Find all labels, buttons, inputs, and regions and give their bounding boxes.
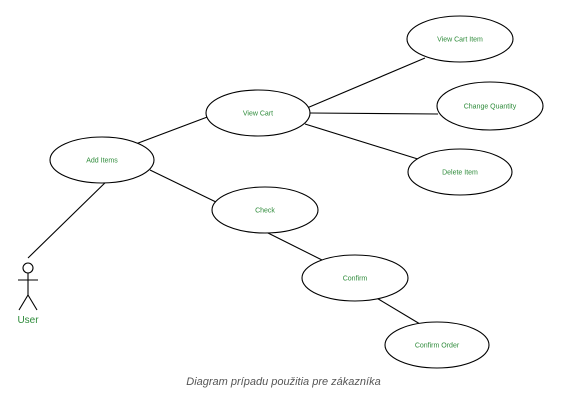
use-case-label: Confirm Order (415, 343, 460, 350)
figure-caption: Diagram prípadu použitia pre zákazníka (186, 376, 381, 388)
assoc-view-cart-delete-item (304, 123, 422, 161)
use-case-confirm-order: Confirm Order (384, 321, 490, 369)
assoc-view-cart-change-quantity (309, 112, 439, 115)
use-case-label: Add Items (86, 158, 118, 165)
use-case-label: View Cart (243, 111, 273, 118)
actor-left-leg (18, 294, 29, 311)
assoc-user-add-items (27, 175, 113, 259)
use-case-change-quantity: Change Quantity (436, 81, 544, 131)
use-case-label: Check (255, 208, 275, 215)
assoc-add-items-view-cart (132, 115, 211, 146)
use-case-delete-item: Delete Item (407, 148, 513, 196)
use-case-view-cart-item: View Cart Item (406, 15, 514, 63)
assoc-confirm-confirm-order (374, 296, 426, 328)
use-case-add-items: Add Items (49, 136, 155, 184)
assoc-add-items-check (149, 169, 219, 204)
actor-right-leg (27, 294, 38, 311)
use-case-view-cart: View Cart (205, 89, 311, 137)
use-case-label: Change Quantity (464, 104, 517, 111)
use-case-check: Check (211, 186, 319, 234)
use-case-label: Confirm (343, 276, 368, 283)
actor-head (22, 262, 34, 274)
use-case-label: View Cart Item (437, 37, 483, 44)
assoc-check-confirm (261, 229, 333, 266)
use-case-label: Delete Item (442, 170, 478, 177)
user-actor: User (17, 262, 39, 326)
use-case-confirm: Confirm (301, 254, 409, 302)
actor-label: User (17, 315, 39, 326)
assoc-view-cart-view-cart-item (306, 57, 426, 109)
